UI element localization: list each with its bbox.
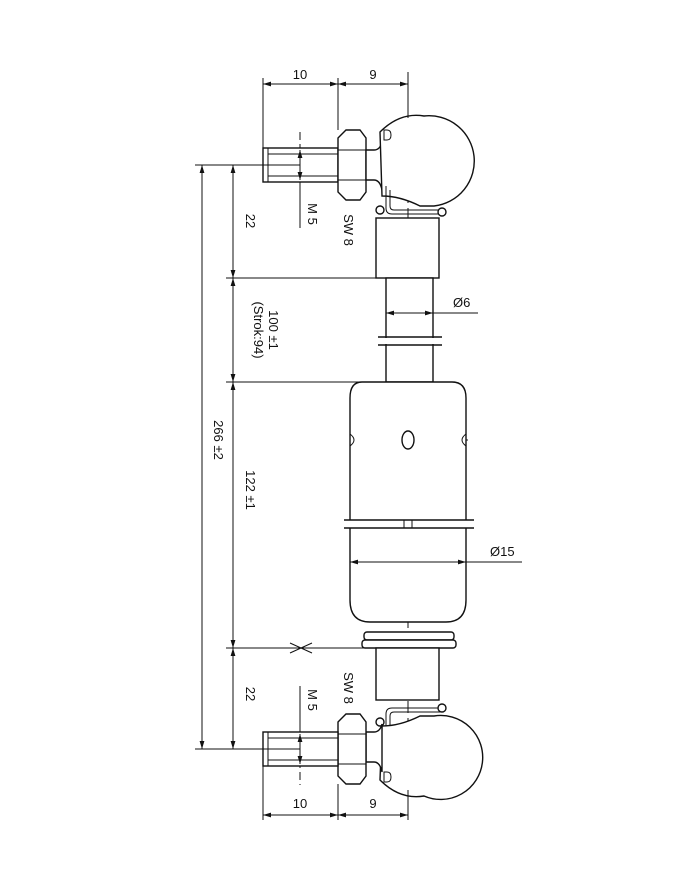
label-body-length: 122 ±1 <box>243 470 258 510</box>
label-rod-diameter: Ø6 <box>453 295 470 310</box>
tube-collar-lower <box>361 639 457 649</box>
cylinder-tube-body <box>349 381 467 623</box>
top-spring-clip <box>385 186 442 215</box>
label-end-fitting-bottom: 22 <box>243 687 258 701</box>
piston-rod-body <box>385 277 434 383</box>
label-thread-top: M 5 <box>305 203 320 225</box>
dimension-lines <box>199 81 522 818</box>
label-wrench-bottom: SW 8 <box>341 672 356 704</box>
bottom-ball-socket <box>379 714 484 801</box>
top-fitting-shank <box>375 217 440 279</box>
label-overall-length: 266 ±2 <box>211 420 226 460</box>
piston-rod <box>378 277 442 383</box>
label-tube-diameter: Ø15 <box>490 544 515 559</box>
label-wrench-top: SW 8 <box>341 214 356 246</box>
top-hex-nut <box>337 129 367 201</box>
label-end-fitting-top: 22 <box>243 214 258 228</box>
tube-vent-hole <box>401 430 415 450</box>
top-ball-socket <box>379 114 475 207</box>
cylinder-tube <box>342 381 474 649</box>
bottom-end-fitting <box>262 647 484 801</box>
tube-collar-upper <box>363 631 455 641</box>
dim-cross-mark <box>289 642 313 654</box>
label-stroke-nominal: 100 ±1 <box>266 310 281 350</box>
bottom-hex-nut <box>337 713 367 785</box>
label-thread-bottom: M 5 <box>305 689 320 711</box>
label-ball-offset-bottom: 9 <box>369 796 376 811</box>
top-end-fitting <box>262 114 475 279</box>
top-d-mark <box>383 129 392 141</box>
label-thread-length-top: 10 <box>293 67 307 82</box>
label-thread-length-bottom: 10 <box>293 796 307 811</box>
bottom-fitting-shank <box>375 647 440 701</box>
label-stroke-actual: (Strok:94) <box>251 301 266 358</box>
bottom-spring-clip <box>385 707 442 740</box>
bottom-d-mark <box>383 771 392 783</box>
dimension-labels: 10 9 10 9 266 ±2 22 100 ±1 (Strok:94) 12… <box>211 67 515 811</box>
label-ball-offset-top: 9 <box>369 67 376 82</box>
